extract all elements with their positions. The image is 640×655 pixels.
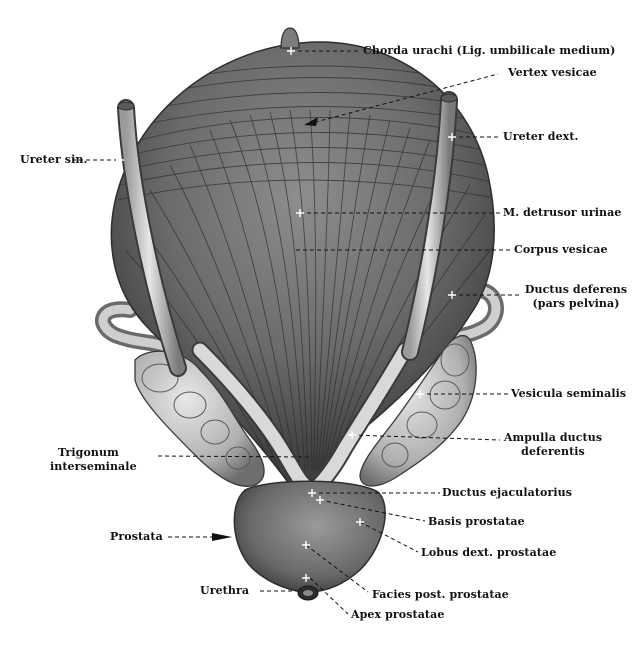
label-chorda-urachi: Chorda urachi (Lig. umbilicale medium) (363, 44, 616, 57)
label-basis-prostatae: Basis prostatae (428, 515, 525, 528)
label-trigonum-line2: interseminale (50, 460, 137, 473)
label-corpus-vesicae: Corpus vesicae (514, 243, 608, 256)
label-urethra: Urethra (200, 584, 250, 597)
leader-lines (72, 50, 520, 615)
point-markers (116, 47, 456, 582)
prostata-arrow (212, 533, 232, 541)
vesicula-seminalis-left (134, 350, 265, 487)
urachus (280, 27, 300, 49)
urethra (297, 585, 319, 601)
ureter-right (401, 91, 458, 361)
label-m-detrusor-urinae: M. detrusor urinae (503, 206, 622, 219)
prostate (233, 480, 386, 593)
label-lobus-dext-prostatae: Lobus dext. prostatae (421, 546, 557, 559)
label-apex-prostatae: Apex prostatae (351, 608, 445, 621)
vertex-arrow (304, 117, 318, 126)
label-vesicula-seminalis: Vesicula seminalis (511, 387, 627, 400)
label-prostata: Prostata (110, 530, 163, 543)
label-ampulla-line2: deferentis (521, 445, 585, 458)
label-ureter-sin: Ureter sin. (20, 153, 88, 166)
label-ductus-deferens-line1: Ductus deferens (524, 283, 628, 296)
label-facies-post-prostatae: Facies post. prostatae (372, 588, 509, 601)
label-ductus-ejaculatorius: Ductus ejaculatorius (442, 486, 573, 499)
label-vertex-vesicae: Vertex vesicae (508, 66, 597, 79)
label-ureter-dext: Ureter dext. (503, 130, 579, 143)
label-trigonum-line1: Trigonum (58, 446, 119, 459)
vesicula-seminalis-right (359, 334, 477, 487)
ureter-left (117, 99, 187, 377)
label-ductus-deferens-line2: (pars pelvina) (532, 297, 620, 310)
label-ampulla-line1: Ampulla ductus (503, 431, 603, 444)
